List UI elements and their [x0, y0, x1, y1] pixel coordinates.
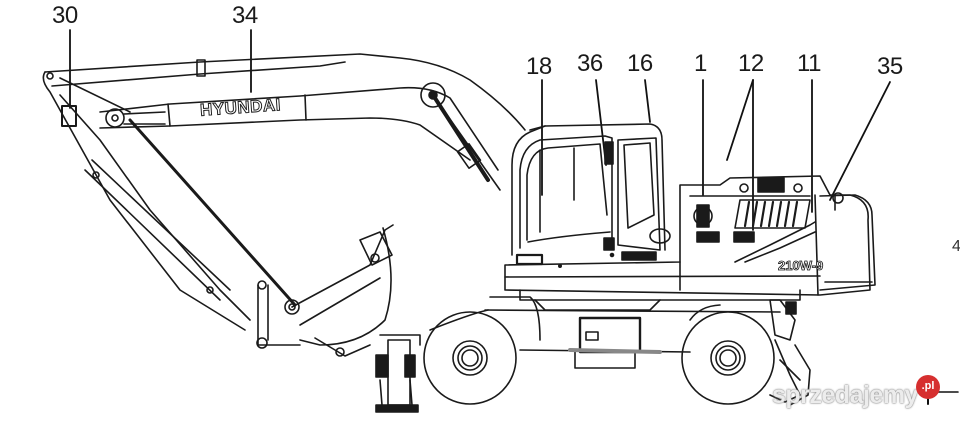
arm [42, 71, 301, 349]
front-outrigger [375, 334, 421, 413]
rear-wheel [681, 311, 775, 405]
callout-12: 12 [738, 50, 764, 77]
front-wheel [423, 311, 517, 405]
boom [44, 53, 526, 191]
leader-lines [69, 29, 891, 231]
cropped-edge-label: 4 [952, 238, 960, 255]
callout-35: 35 [877, 53, 903, 80]
bucket [291, 224, 394, 357]
rear-blade [769, 299, 811, 406]
cab [511, 123, 671, 266]
callout-34: 34 [232, 2, 258, 29]
callout-36: 36 [577, 50, 603, 77]
callout-16: 16 [627, 50, 653, 77]
watermark-text: sprzedajemy [772, 381, 918, 409]
watermark-badge: .pl [916, 375, 940, 399]
callout-11: 11 [797, 50, 821, 77]
callout-18: 18 [526, 53, 552, 80]
model-decal-text: 210W-9 [778, 258, 824, 274]
upper-structure [504, 175, 876, 296]
callout-1: 1 [694, 50, 707, 77]
callout-30: 30 [52, 2, 78, 29]
